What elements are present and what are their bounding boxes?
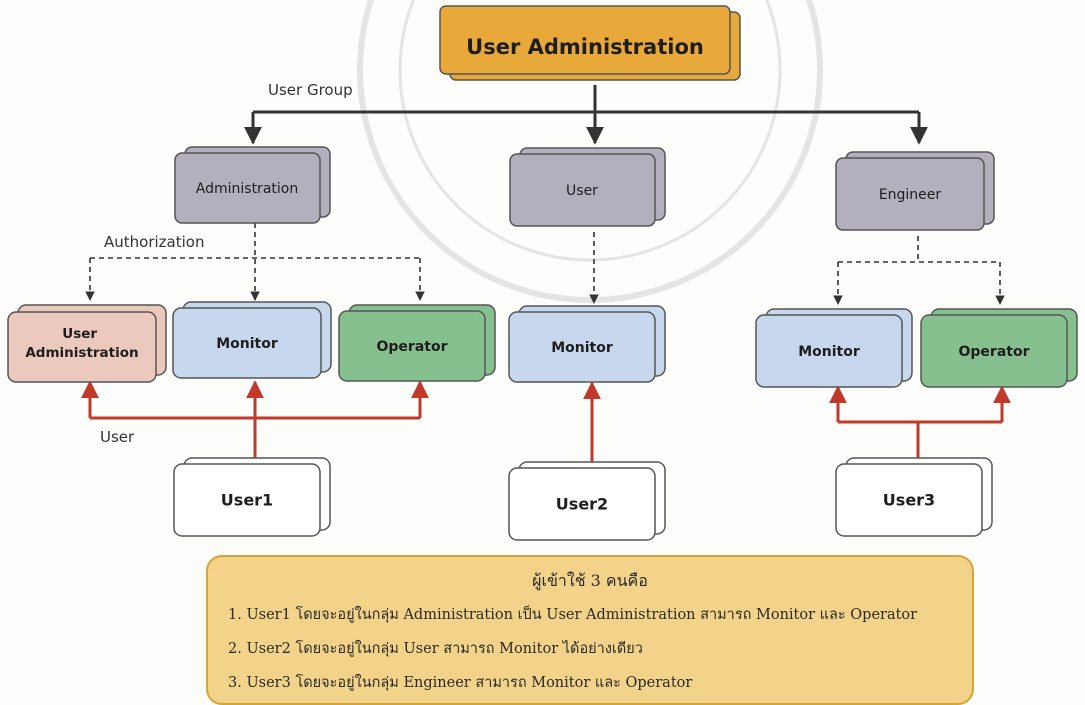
root-node: User Administration bbox=[439, 5, 741, 81]
legend-line-1: 1. User1 โดยจะอยู่ในกลุ่ม Administration… bbox=[228, 607, 918, 623]
role-label: Operator bbox=[377, 339, 448, 355]
group-label: Administration bbox=[196, 181, 298, 197]
role-node-operator-admin: Operator bbox=[338, 304, 496, 382]
role-label: Monitor bbox=[798, 344, 860, 360]
user-label: User3 bbox=[883, 491, 935, 510]
user-label: User1 bbox=[221, 491, 273, 510]
user-group-label: User Group bbox=[268, 81, 353, 99]
authorization-connectors bbox=[85, 223, 1005, 305]
group-label: User bbox=[566, 183, 598, 199]
group-node-administration: Administration bbox=[174, 146, 331, 224]
role-label-line-2: Administration bbox=[25, 345, 138, 361]
user-node-user2: User2 bbox=[508, 461, 666, 541]
role-label: Monitor bbox=[216, 336, 278, 352]
legend-line-3: 3. User3 โดยจะอยู่ในกลุ่ม Engineer สามาร… bbox=[228, 675, 693, 691]
role-node-monitor-engineer: Monitor bbox=[755, 308, 913, 388]
role-label: Monitor bbox=[551, 340, 613, 356]
role-node-user-administration: User Administration bbox=[7, 304, 167, 383]
role-node-monitor-user: Monitor bbox=[508, 305, 666, 383]
role-node-monitor-admin: Monitor bbox=[172, 301, 332, 379]
svg-text:User Administration: User Administration bbox=[25, 326, 138, 361]
role-node-operator-engineer: Operator bbox=[920, 308, 1078, 388]
legend-line-2: 2. User2 โดยจะอยู่ในกลุ่ม User สามารถ Mo… bbox=[228, 641, 643, 657]
user-connectors bbox=[81, 380, 1011, 462]
group-node-engineer: Engineer bbox=[835, 151, 995, 231]
user-link-label: User bbox=[100, 428, 135, 446]
tree-connectors bbox=[244, 85, 928, 145]
user-node-user1: User1 bbox=[173, 457, 331, 537]
role-label-line-1: User bbox=[62, 326, 97, 342]
legend-title: ผู้เข้าใช้ 3 คนคือ bbox=[532, 571, 648, 590]
role-label: Operator bbox=[959, 344, 1030, 360]
root-node-label: User Administration bbox=[466, 35, 704, 59]
user-label: User2 bbox=[556, 495, 608, 514]
group-label: Engineer bbox=[879, 187, 942, 203]
legend-box: ผู้เข้าใช้ 3 คนคือ 1. User1 โดยจะอยู่ในก… bbox=[206, 555, 974, 705]
user-node-user3: User3 bbox=[835, 457, 993, 537]
group-node-user: User bbox=[509, 147, 666, 227]
authorization-label: Authorization bbox=[104, 233, 204, 251]
